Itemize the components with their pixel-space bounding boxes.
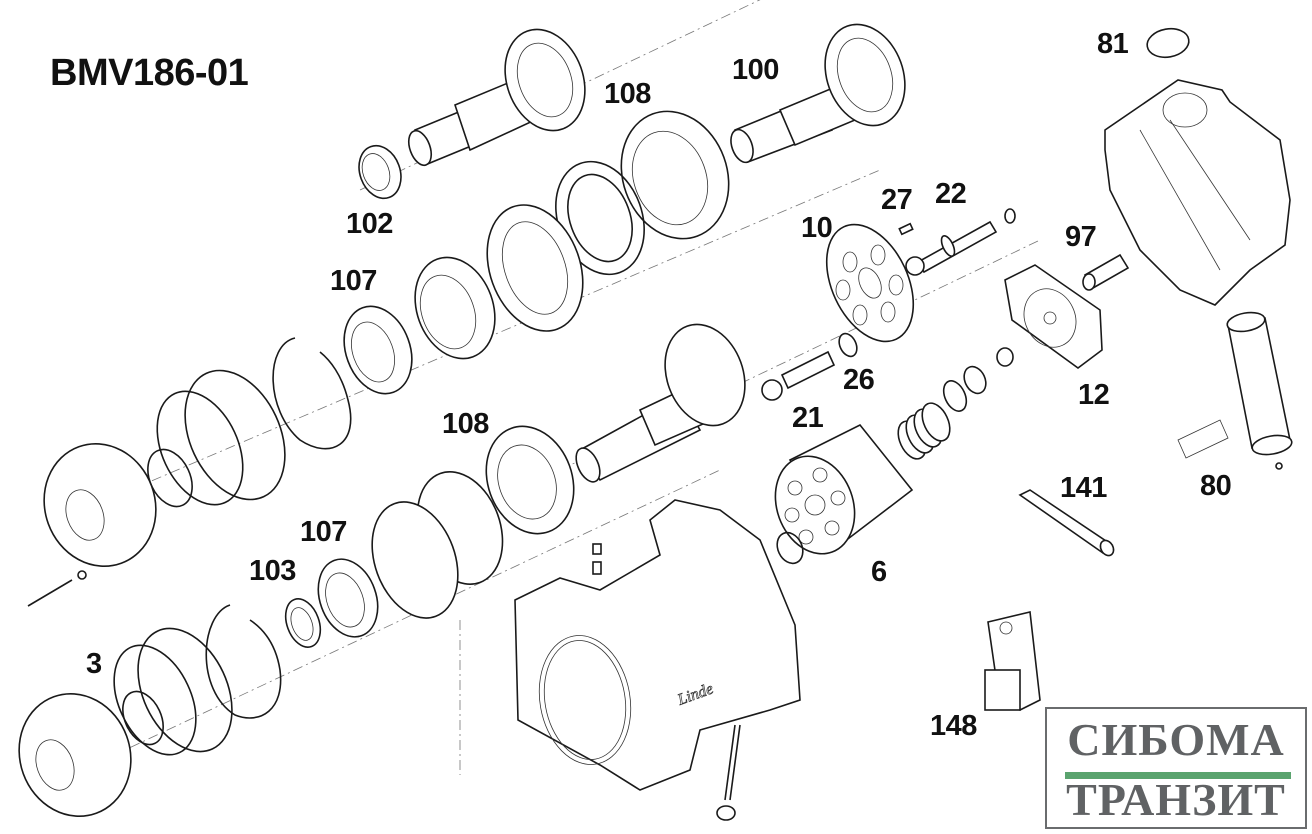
set-screw-2 — [592, 561, 602, 575]
pin-97 — [1082, 253, 1130, 291]
callout-108-top: 108 — [604, 78, 651, 110]
callout-26: 26 — [843, 364, 875, 396]
main-housing: Linde — [514, 499, 801, 791]
spring — [897, 402, 951, 460]
axis-line-lower — [39, 469, 721, 791]
bearing-108-mid — [485, 425, 575, 535]
callout-12: 12 — [1078, 379, 1110, 411]
logo-line-2: ТРАНЗИТ — [1066, 774, 1286, 825]
callout-22: 22 — [935, 178, 967, 210]
callout-100: 100 — [732, 54, 779, 86]
callout-3: 3 — [86, 648, 102, 680]
callout-148: 148 — [930, 710, 977, 742]
spool-ghost — [1177, 419, 1229, 459]
callout-108-mid: 108 — [442, 408, 489, 440]
o-ring-upper-large — [184, 369, 286, 501]
o-ring-lower-small — [113, 644, 197, 756]
callout-107-bottom: 107 — [300, 516, 347, 548]
callout-10: 10 — [801, 212, 833, 244]
logo-divider-bar — [1065, 772, 1291, 779]
seal-ring-lower — [122, 690, 164, 746]
o-ring-upper-small — [156, 390, 244, 506]
seal-ring-26 — [838, 332, 858, 358]
flange-plate-mid — [371, 501, 459, 619]
filter-141 — [1018, 489, 1115, 557]
seal-ring-81 — [1146, 27, 1190, 59]
spring-seat — [942, 380, 968, 412]
seal-ring-6 — [776, 531, 804, 565]
piston-21 — [761, 350, 836, 401]
bearing-107-bottom — [317, 558, 379, 638]
output-shaft-top-left — [407, 28, 586, 167]
drive-shaft-mid — [575, 323, 746, 483]
center-pin-22 — [905, 208, 1016, 276]
callout-21: 21 — [792, 402, 824, 434]
sibomatranzit-logo: СИБОМА ТРАНЗИТ — [1045, 707, 1307, 829]
port-housing — [1104, 79, 1291, 306]
screw-27 — [898, 222, 914, 236]
sleeve-80 — [1226, 311, 1293, 470]
callout-141: 141 — [1060, 472, 1107, 504]
output-shaft-100 — [730, 23, 906, 164]
solenoid-148 — [984, 611, 1041, 711]
snap-ring-lower — [205, 604, 282, 719]
cover-upper — [43, 442, 157, 568]
callout-97: 97 — [1065, 221, 1097, 253]
stud-nut — [716, 805, 736, 821]
callout-27: 27 — [881, 184, 913, 216]
o-ring-small — [963, 365, 987, 395]
snap-ring-upper — [272, 337, 352, 450]
set-screw-1 — [592, 543, 602, 555]
callout-107-top: 107 — [330, 265, 377, 297]
bolt — [27, 579, 73, 607]
bearing-108-top — [620, 110, 730, 240]
callout-6: 6 — [871, 556, 887, 588]
bushing-102 — [358, 144, 402, 200]
callout-102: 102 — [346, 208, 393, 240]
control-plate-12 — [1004, 264, 1103, 369]
lock-nut-103 — [284, 598, 322, 648]
callout-81: 81 — [1097, 28, 1129, 60]
logo-line-1: СИБОМА — [1067, 714, 1285, 765]
cover-lower-3 — [18, 692, 132, 818]
bushing-small — [996, 347, 1014, 367]
o-ring-lower-large — [137, 627, 233, 753]
port-plate-10 — [825, 223, 915, 343]
stud — [724, 724, 736, 801]
sleeve — [414, 256, 496, 360]
diagram-title: BMV186-01 — [50, 52, 249, 94]
flange-plate — [486, 204, 584, 332]
cylinder-block-6 — [774, 423, 914, 555]
callout-103: 103 — [249, 555, 296, 587]
bearing-107-top — [343, 305, 413, 395]
callout-80: 80 — [1200, 470, 1232, 502]
